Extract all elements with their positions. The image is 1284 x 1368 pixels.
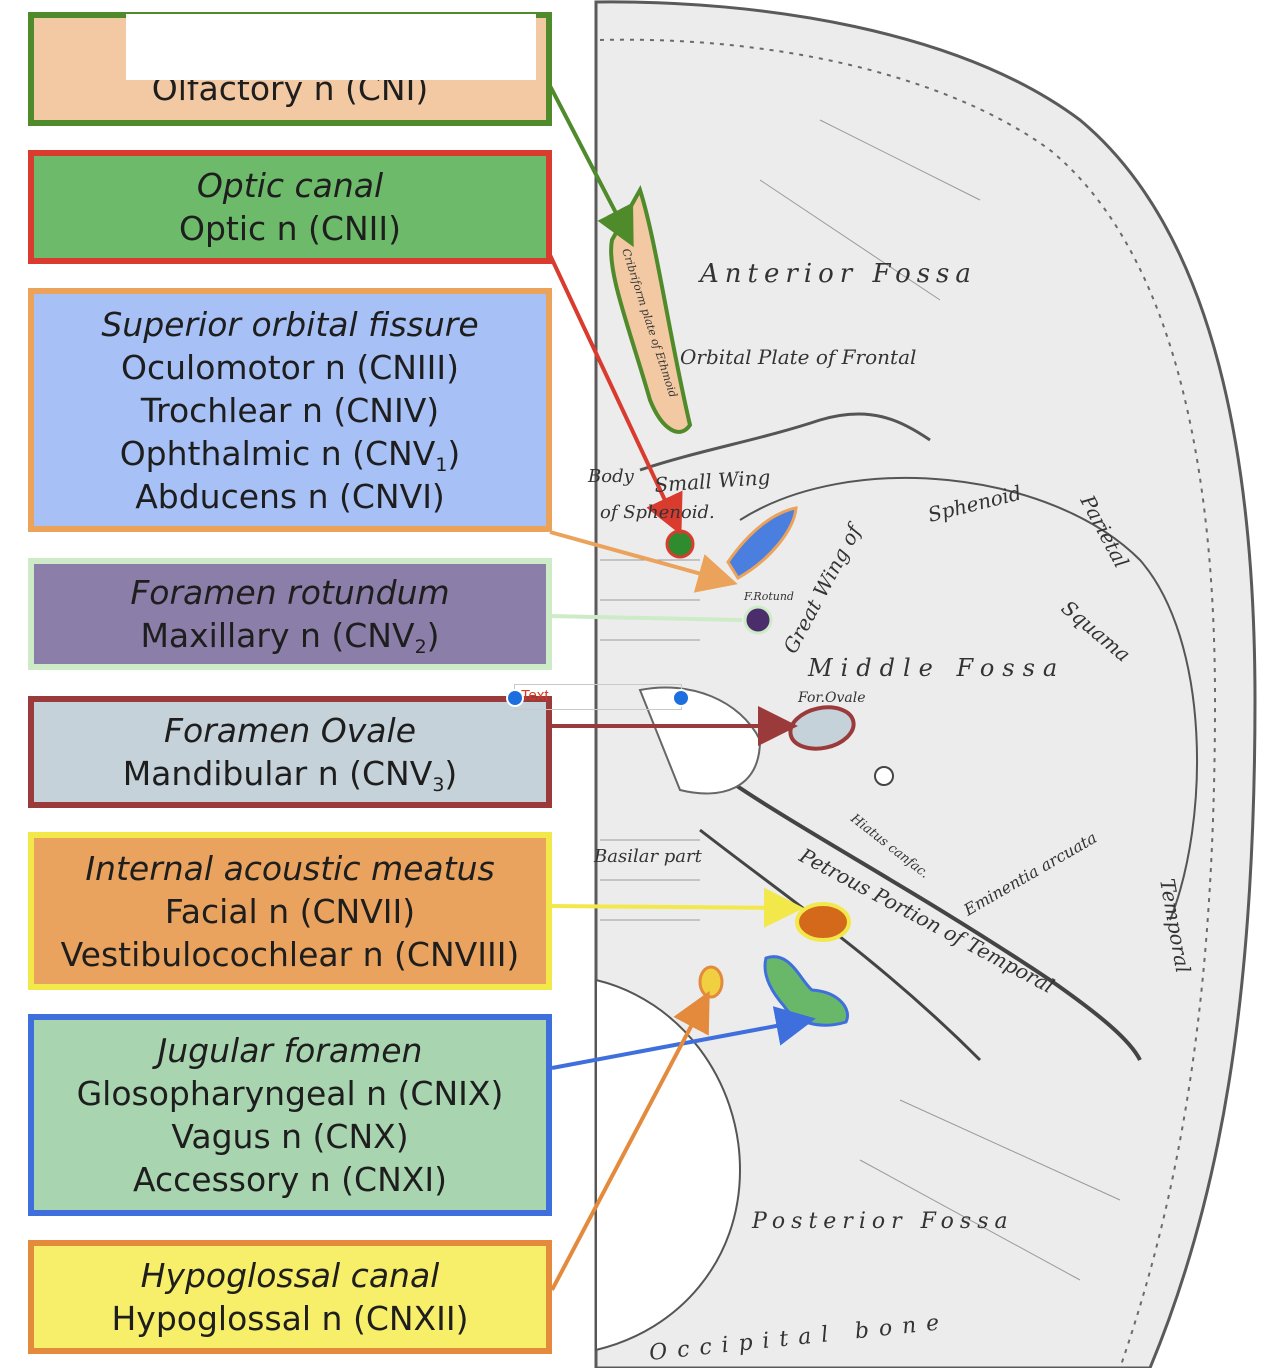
iam-line: Facial n (CNVII) xyxy=(164,891,416,931)
label-for-ovale: For.Ovale xyxy=(797,690,865,706)
label-posterior-fossa: Posterior Fossa xyxy=(751,1209,1014,1234)
petrous-ridge xyxy=(698,758,1142,1061)
label-anterior-fossa: Anterior Fossa xyxy=(698,259,977,289)
jugular-title: Jugular foramen xyxy=(157,1031,423,1070)
ovale-line: Mandibular n (CNV3) xyxy=(122,754,458,796)
sof-line: Abducens n (CNVI) xyxy=(135,476,445,516)
jugular-line: Glosopharyngeal n (CNIX) xyxy=(76,1074,504,1113)
sof-line: Trochlear n (CNIV) xyxy=(140,390,440,430)
label-orbital-plate: Orbital Plate of Frontal xyxy=(680,345,916,369)
sof-title: Superior orbital fissure xyxy=(101,304,479,344)
label-of-sphenoid: of Sphenoid. xyxy=(600,502,715,523)
sof-arrow xyxy=(549,530,738,593)
optic-arrow xyxy=(548,254,683,536)
iam-arrow xyxy=(551,887,804,928)
internal-acoustic-meatus-marker xyxy=(795,902,851,942)
hypoglossal-arrow xyxy=(550,990,710,1291)
jugular-line: Accessory n (CNXI) xyxy=(133,1160,447,1199)
sof-line: Oculomotor n (CNIII) xyxy=(121,347,459,387)
optic-title: Optic canal xyxy=(196,166,384,205)
label-body: Body xyxy=(587,466,635,487)
hypoglossal-line: Hypoglossal n (CNXII) xyxy=(111,1299,469,1338)
rotundum-arrow xyxy=(547,614,743,622)
rotundum-line: Maxillary n (CNV2) xyxy=(140,616,440,658)
iam-line: Vestibulocochlear n (CNVIII) xyxy=(60,934,520,974)
superior-orbital-fissure-marker xyxy=(726,506,798,581)
optic-line: Optic n (CNII) xyxy=(178,209,401,248)
text-annotation-label: Text xyxy=(521,687,549,704)
optic-canal-marker xyxy=(665,529,695,559)
label-basilar: Basilar part xyxy=(593,846,703,867)
foramen-magnum xyxy=(595,978,742,1352)
text-annotation[interactable]: Text xyxy=(506,684,690,710)
middle-fossa-outline xyxy=(739,476,1198,921)
resize-handle-left[interactable] xyxy=(506,689,524,707)
foramen-rotundum-marker xyxy=(743,605,773,635)
cribriform-plate-highlight xyxy=(609,185,693,434)
jugular-line: Vagus n (CNX) xyxy=(171,1117,409,1156)
hypoglossal-title: Hypoglossal canal xyxy=(140,1256,440,1295)
olfactory-arrow xyxy=(546,81,634,248)
foramen-spinosum xyxy=(874,766,894,786)
ovale-title: Foramen Ovale xyxy=(163,711,416,750)
sof-line: Ophthalmic n (CNV1) xyxy=(119,433,461,476)
resize-handle-right[interactable] xyxy=(672,689,690,707)
label-f-rotund: F.Rotund xyxy=(743,590,794,603)
small-wing-ridge xyxy=(639,412,931,472)
redaction-mask xyxy=(126,14,536,80)
hypoglossal-canal-marker xyxy=(698,965,724,999)
label-middle-fossa: Middle Fossa xyxy=(807,654,1065,682)
skull-outline xyxy=(594,0,1257,1368)
iam-title: Internal acoustic meatus xyxy=(85,848,495,888)
rotundum-title: Foramen rotundum xyxy=(130,573,450,612)
